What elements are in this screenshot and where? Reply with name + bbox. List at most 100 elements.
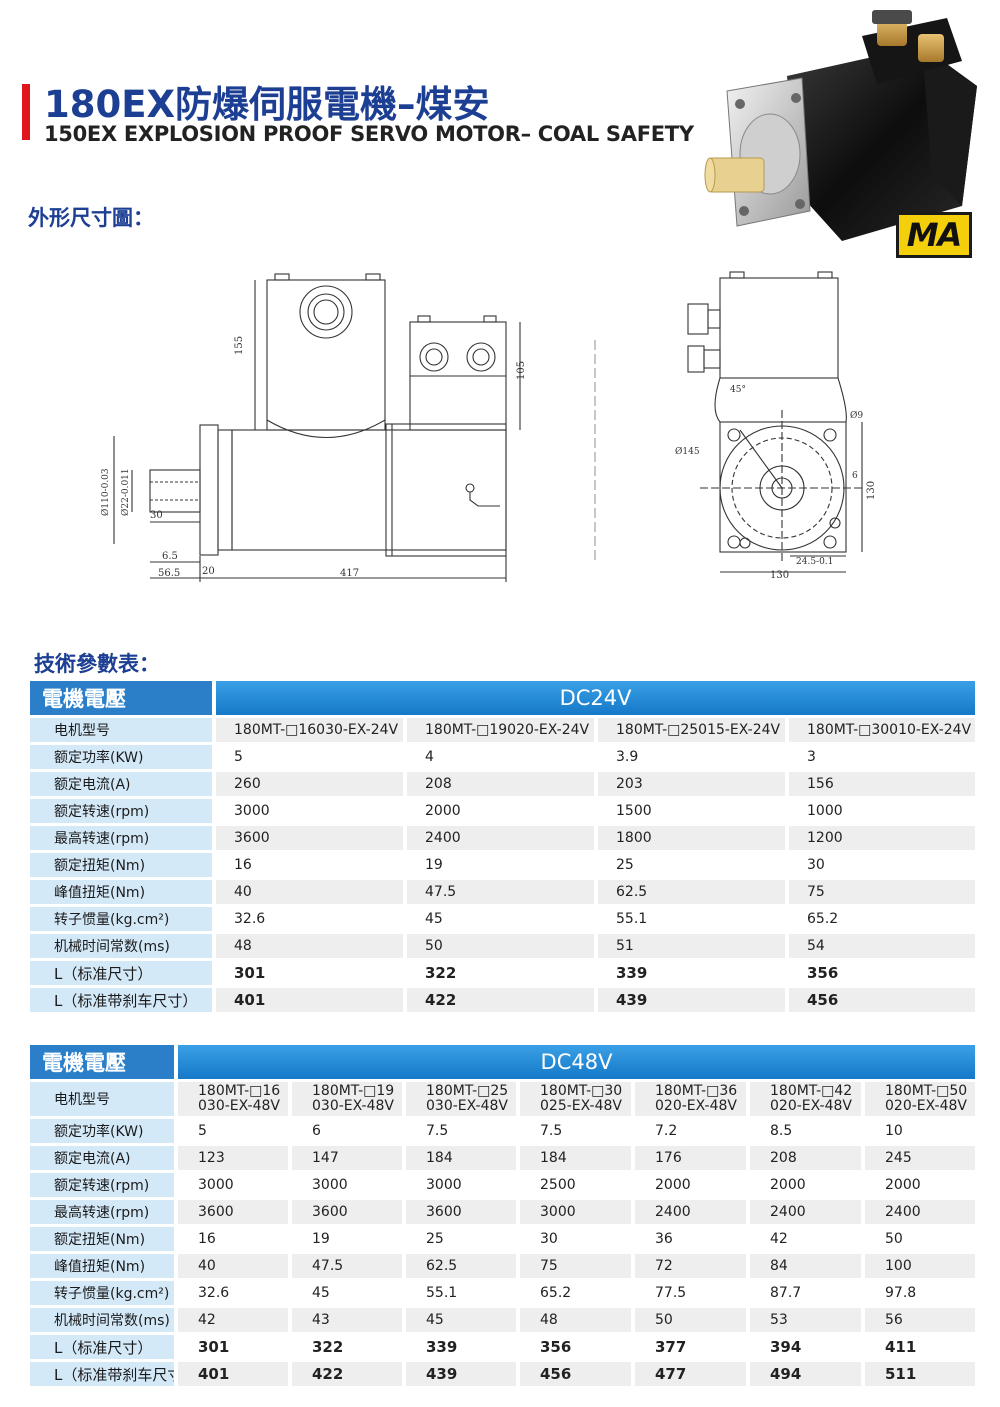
table-cell: 208 (403, 772, 594, 796)
table-cell: 51 (594, 934, 785, 958)
table-cell: 301 (174, 1335, 288, 1359)
table-cell: 2000 (861, 1173, 976, 1197)
table-cell: 511 (861, 1362, 976, 1386)
table-cell: 301 (212, 961, 403, 985)
table-cell: 3000 (402, 1173, 516, 1197)
table-cell: 5 (174, 1119, 288, 1143)
table-section-label: 技術參數表： (34, 652, 160, 676)
table-cell: 3600 (288, 1200, 402, 1224)
table-cell: 7.2 (631, 1119, 746, 1143)
table-cell: 180MT-□50 020-EX-48V (861, 1082, 976, 1116)
table-cell: 2500 (516, 1173, 631, 1197)
table-cell: 56 (861, 1308, 976, 1332)
table-cell: 422 (403, 988, 594, 1012)
table-cell: 3000 (212, 799, 403, 823)
row-label: 额定转速(rpm) (30, 1173, 174, 1197)
row-label: L（标准尺寸） (30, 1335, 174, 1359)
table-cell: 19 (288, 1227, 402, 1251)
table-cell: 30 (516, 1227, 631, 1251)
dim-56-5: 56.5 (158, 568, 180, 579)
row-label: 机械时间常数(ms) (30, 1308, 174, 1332)
table-cell: 411 (861, 1335, 976, 1359)
table-cell: 42 (174, 1308, 288, 1332)
row-label: 额定功率(KW) (30, 745, 212, 769)
table-cell: 97.8 (861, 1281, 976, 1305)
table-cell: 422 (288, 1362, 402, 1386)
drawing-section-label: 外形尺寸圖： (28, 206, 154, 230)
table-cell: 2000 (746, 1173, 861, 1197)
row-label: 最高转速(rpm) (30, 1200, 174, 1224)
dim-30: 30 (150, 510, 163, 521)
table-cell: 4 (403, 745, 594, 769)
row-label: 额定电流(A) (30, 1146, 174, 1170)
table-cell: 62.5 (594, 880, 785, 904)
table-cell: 180MT-□16030-EX-24V (212, 718, 403, 742)
dim-d22: Ø22-0.011 (120, 468, 131, 516)
row-label: 电机型号 (30, 718, 212, 742)
voltage-header-label: 電機電壓 (30, 681, 212, 715)
table-cell: 180MT-□25 030-EX-48V (402, 1082, 516, 1116)
table-cell: 180MT-□16 030-EX-48V (174, 1082, 288, 1116)
table-cell: 3000 (174, 1173, 288, 1197)
table-cell: 65.2 (785, 907, 976, 931)
table-cell: 401 (174, 1362, 288, 1386)
dimension-drawing: 155 105 Ø110-0.03 Ø22-0.011 30 6.5 20 56… (100, 271, 877, 582)
dim-24-5: 24.5-0.1 (796, 557, 833, 567)
row-label: 峰值扭矩(Nm) (30, 1254, 174, 1278)
table-cell: 356 (785, 961, 976, 985)
table-cell: 3000 (288, 1173, 402, 1197)
table-cell: 1500 (594, 799, 785, 823)
table-cell: 48 (516, 1308, 631, 1332)
table-cell: 2400 (403, 826, 594, 850)
dim-105: 105 (516, 361, 527, 380)
table-cell: 7.5 (516, 1119, 631, 1143)
table-cell: 260 (212, 772, 403, 796)
table-cell: 2400 (631, 1200, 746, 1224)
table-cell: 25 (402, 1227, 516, 1251)
table-cell: 156 (785, 772, 976, 796)
table-cell: 1000 (785, 799, 976, 823)
table-cell: 62.5 (402, 1254, 516, 1278)
table-cell: 32.6 (174, 1281, 288, 1305)
table-cell: 7.5 (402, 1119, 516, 1143)
dim-130-v: 130 (866, 481, 877, 500)
table-cell: 53 (746, 1308, 861, 1332)
row-label: 转子惯量(kg.cm²) (30, 1281, 174, 1305)
side-view: 155 105 Ø110-0.03 Ø22-0.011 30 6.5 20 56… (100, 273, 527, 582)
table-cell: 339 (402, 1335, 516, 1359)
row-label: 转子惯量(kg.cm²) (30, 907, 212, 931)
table-cell: 54 (785, 934, 976, 958)
table-cell: 356 (516, 1335, 631, 1359)
table-cell: 203 (594, 772, 785, 796)
table-cell: 180MT-□25015-EX-24V (594, 718, 785, 742)
table-cell: 2000 (631, 1173, 746, 1197)
table-cell: 322 (288, 1335, 402, 1359)
ma-coal-safety-badge: MA (896, 212, 972, 258)
table-cell: 394 (746, 1335, 861, 1359)
page-title: 180EX防爆伺服電機–煤安 (44, 83, 490, 126)
table-cell: 8.5 (746, 1119, 861, 1143)
table-cell: 1800 (594, 826, 785, 850)
table-cell: 100 (861, 1254, 976, 1278)
table-cell: 377 (631, 1335, 746, 1359)
dim-d110: Ø110-0.03 (100, 468, 111, 516)
table-cell: 55.1 (402, 1281, 516, 1305)
table-cell: 10 (861, 1119, 976, 1143)
table-cell: 87.7 (746, 1281, 861, 1305)
table-cell: 3600 (402, 1200, 516, 1224)
table-cell: 477 (631, 1362, 746, 1386)
table-cell: 42 (746, 1227, 861, 1251)
row-label: 额定扭矩(Nm) (30, 853, 212, 877)
table-cell: 65.2 (516, 1281, 631, 1305)
